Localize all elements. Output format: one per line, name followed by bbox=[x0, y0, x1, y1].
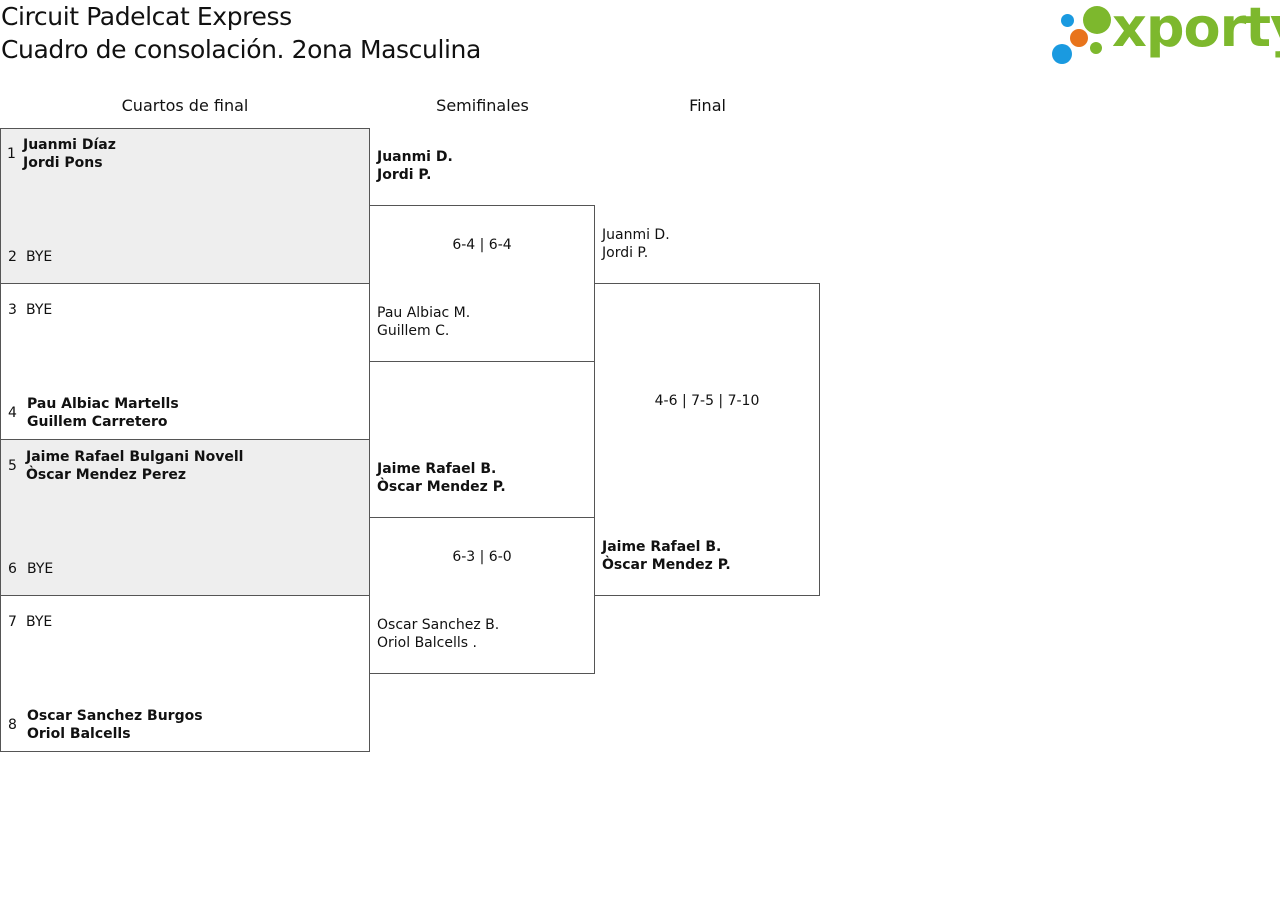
sf-match-2 bbox=[369, 517, 595, 674]
qf-match-1 bbox=[0, 128, 370, 284]
team-5: Jaime Rafael Bulgani Novell Òscar Mendez… bbox=[26, 448, 243, 484]
qf-match-4 bbox=[0, 595, 370, 752]
sf1-score: 6-4 | 6-4 bbox=[452, 237, 512, 253]
player-name: Jordi P. bbox=[602, 245, 649, 261]
player-name: Pau Albiac Martells bbox=[27, 396, 179, 412]
logo-dot-blue-small bbox=[1061, 14, 1074, 27]
player-name: Jordi Pons bbox=[23, 155, 103, 171]
team-2: BYE bbox=[26, 248, 52, 266]
player-name: Jaime Rafael B. bbox=[602, 539, 722, 555]
seed-number: 7 bbox=[8, 614, 17, 630]
player-name: Juanmi D. bbox=[377, 149, 453, 165]
player-name: Oscar Sanchez B. bbox=[377, 617, 500, 633]
player-name: Juanmi Díaz bbox=[23, 137, 116, 153]
sf1-top-team: Juanmi D. Jordi P. bbox=[377, 148, 453, 184]
player-name: Pau Albiac M. bbox=[377, 305, 471, 321]
round-header-quarterfinals: Cuartos de final bbox=[121, 96, 249, 115]
qf-match-2 bbox=[0, 283, 370, 440]
seed-number: 8 bbox=[8, 717, 17, 733]
sf-match-1 bbox=[369, 205, 595, 362]
team-7: BYE bbox=[26, 613, 52, 631]
team-1: Juanmi Díaz Jordi Pons bbox=[23, 136, 116, 172]
seed-number: 3 bbox=[8, 302, 17, 318]
final-match bbox=[594, 283, 820, 596]
team-3: BYE bbox=[26, 301, 52, 319]
player-name: Guillem Carretero bbox=[27, 414, 168, 430]
logo-dot-green bbox=[1083, 6, 1111, 34]
player-name: Òscar Mendez Perez bbox=[26, 467, 186, 483]
bye-label: BYE bbox=[27, 561, 54, 577]
logo-dot-blue bbox=[1052, 44, 1072, 64]
player-name: Juanmi D. bbox=[602, 227, 670, 243]
round-header-final: Final bbox=[689, 96, 726, 115]
player-name: Òscar Mendez P. bbox=[377, 479, 506, 495]
sf2-bottom-team: Oscar Sanchez B. Oriol Balcells . bbox=[377, 616, 499, 652]
bye-label: BYE bbox=[26, 614, 53, 630]
seed-number: 1 bbox=[7, 146, 16, 162]
seed-number: 2 bbox=[8, 249, 17, 265]
player-name: Oriol Balcells bbox=[27, 726, 131, 742]
team-8: Oscar Sanchez Burgos Oriol Balcells bbox=[27, 707, 203, 743]
logo-text: xporty bbox=[1112, 0, 1280, 59]
player-name: Oscar Sanchez Burgos bbox=[27, 708, 203, 724]
page-subtitle: Cuadro de consolación. 2ona Masculina bbox=[1, 35, 481, 64]
bye-label: BYE bbox=[26, 249, 53, 265]
player-name: Jaime Rafael B. bbox=[377, 461, 497, 477]
sf2-top-team: Jaime Rafael B. Òscar Mendez P. bbox=[377, 460, 506, 496]
player-name: Guillem C. bbox=[377, 323, 450, 339]
xporty-logo: xporty bbox=[1050, 0, 1280, 66]
page-title: Circuit Padelcat Express bbox=[1, 2, 292, 31]
player-name: Jordi P. bbox=[377, 167, 432, 183]
round-header-semifinals: Semifinales bbox=[436, 96, 529, 115]
team-4: Pau Albiac Martells Guillem Carretero bbox=[27, 395, 179, 431]
team-6: BYE bbox=[27, 560, 53, 578]
bye-label: BYE bbox=[26, 302, 53, 318]
seed-number: 5 bbox=[8, 458, 17, 474]
seed-number: 6 bbox=[8, 561, 17, 577]
player-name: Jaime Rafael Bulgani Novell bbox=[26, 449, 244, 465]
final-score: 4-6 | 7-5 | 7-10 bbox=[654, 393, 760, 409]
seed-number: 4 bbox=[8, 405, 17, 421]
final-bottom-team: Jaime Rafael B. Òscar Mendez P. bbox=[602, 538, 731, 574]
final-top-team: Juanmi D. Jordi P. bbox=[602, 226, 670, 262]
sf2-score: 6-3 | 6-0 bbox=[452, 549, 512, 565]
player-name: Oriol Balcells . bbox=[377, 635, 477, 651]
sf1-bottom-team: Pau Albiac M. Guillem C. bbox=[377, 304, 470, 340]
logo-dot-green-small bbox=[1090, 42, 1102, 54]
player-name: Òscar Mendez P. bbox=[602, 557, 731, 573]
logo-dot-orange bbox=[1070, 29, 1088, 47]
